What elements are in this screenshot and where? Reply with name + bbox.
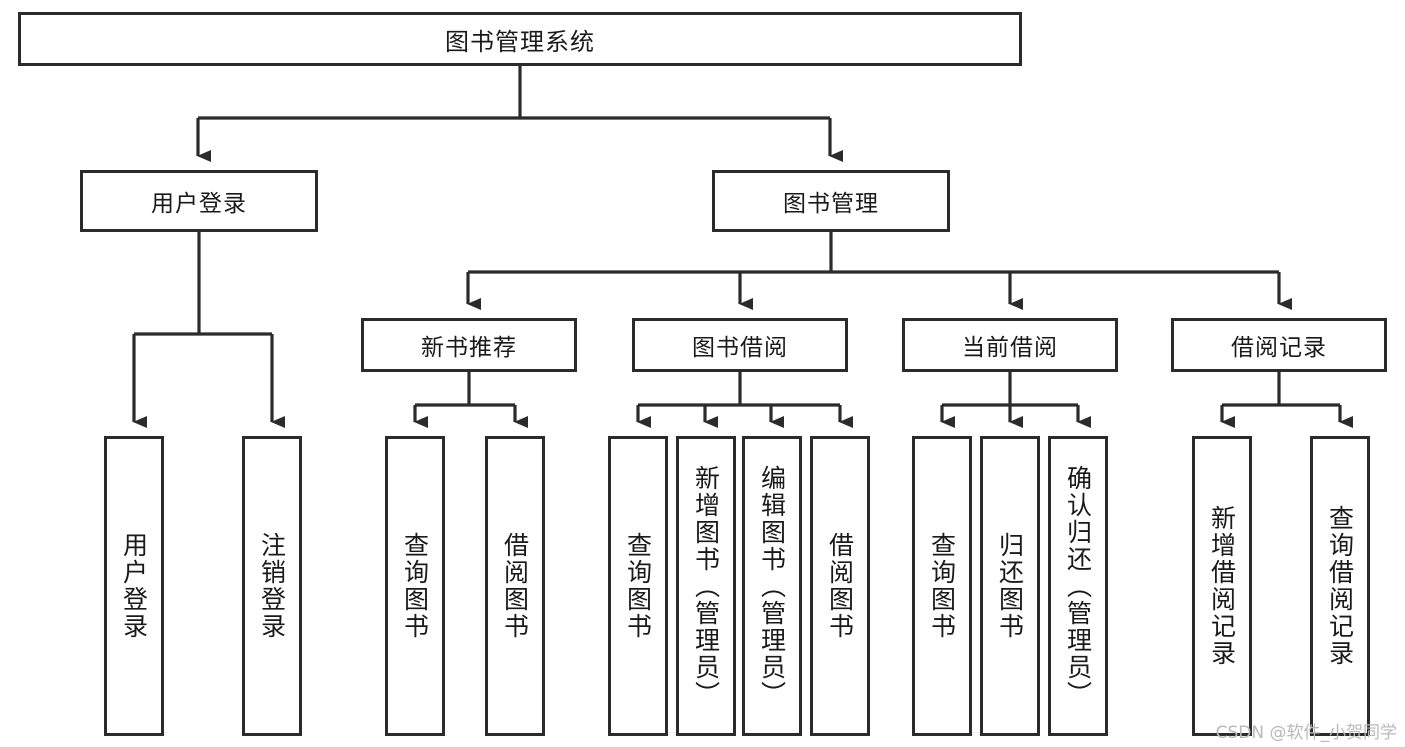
leaf-newbook-query-book[interactable]: 查询图书 (385, 436, 445, 736)
node-new-book-recommend[interactable]: 新书推荐 (361, 318, 577, 372)
node-book-borrow[interactable]: 图书借阅 (632, 318, 848, 372)
leaf-logout[interactable]: 注销登录 (242, 436, 302, 736)
node-root-book-management-system[interactable]: 图书管理系统 (18, 12, 1022, 66)
leaf-borrowrecord-query-record[interactable]: 查询借阅记录 (1310, 436, 1370, 736)
node-book-management[interactable]: 图书管理 (712, 170, 950, 232)
node-borrow-record[interactable]: 借阅记录 (1171, 318, 1387, 372)
csdn-watermark: CSDN @软件_小贺同学 (1215, 723, 1397, 743)
leaf-currentborrow-query-book[interactable]: 查询图书 (912, 436, 972, 736)
leaf-bookborrow-edit-book-admin[interactable]: 编辑图书（管理员） (742, 436, 802, 736)
leaf-borrowrecord-add-record[interactable]: 新增借阅记录 (1192, 436, 1252, 736)
leaf-currentborrow-confirm-return-admin[interactable]: 确认归还（管理员） (1048, 436, 1108, 736)
leaf-bookborrow-add-book-admin[interactable]: 新增图书（管理员） (676, 436, 736, 736)
leaf-newbook-borrow-book[interactable]: 借阅图书 (485, 436, 545, 736)
leaf-bookborrow-borrow-book[interactable]: 借阅图书 (810, 436, 870, 736)
node-current-borrow[interactable]: 当前借阅 (902, 318, 1118, 372)
leaf-user-login[interactable]: 用户登录 (104, 436, 164, 736)
leaf-currentborrow-return-book[interactable]: 归还图书 (980, 436, 1040, 736)
leaf-bookborrow-query-book[interactable]: 查询图书 (608, 436, 668, 736)
node-user-login[interactable]: 用户登录 (80, 170, 318, 232)
